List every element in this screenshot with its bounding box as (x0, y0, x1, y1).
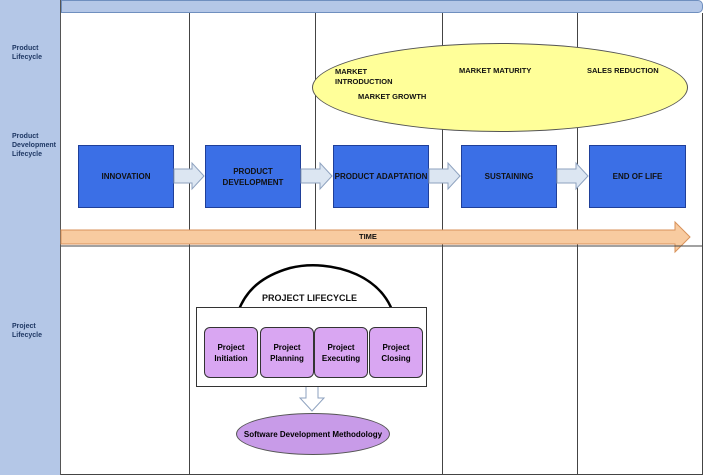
arrow-right-icon (173, 161, 205, 191)
stage-product-development: PRODUCT DEVELOPMENT (205, 145, 301, 208)
stage-sustaining: SUSTAINING (461, 145, 557, 208)
stage-product-adaptation: PRODUCT ADAPTATION (333, 145, 429, 208)
time-label: TIME (359, 232, 377, 241)
stage-end-of-life: END OF LIFE (589, 145, 686, 208)
market-introduction-label: MARKET INTRODUCTION (335, 67, 393, 86)
market-phases-ellipse (312, 43, 688, 132)
arrow-right-icon (556, 161, 589, 191)
phase-project-executing: Project Executing (314, 327, 368, 378)
cycle-arrow-icon (236, 264, 398, 329)
sales-reduction-label: SALES REDUCTION (587, 66, 659, 75)
column-divider (315, 13, 316, 230)
arrow-right-icon (428, 161, 461, 191)
time-arrow-icon (60, 220, 691, 254)
market-maturity-label: MARKET MATURITY (459, 66, 532, 75)
arrow-right-icon (300, 161, 333, 191)
lane-label-product-development-lifecycle: Product Development Lifecycle (12, 133, 56, 158)
phase-project-closing: Project Closing (369, 327, 423, 378)
market-growth-label: MARKET GROWTH (358, 92, 427, 101)
arrow-down-icon (298, 385, 326, 412)
lane-label-product-lifecycle: Product Lifecycle (12, 45, 42, 61)
project-lifecycle-title: PROJECT LIFECYCLE (262, 293, 358, 303)
lane-label-project-lifecycle: Project Lifecycle (12, 323, 42, 339)
phase-project-initiation: Project Initiation (204, 327, 258, 378)
software-development-methodology: Software Development Methodology (236, 413, 390, 455)
phase-project-planning: Project Planning (260, 327, 314, 378)
